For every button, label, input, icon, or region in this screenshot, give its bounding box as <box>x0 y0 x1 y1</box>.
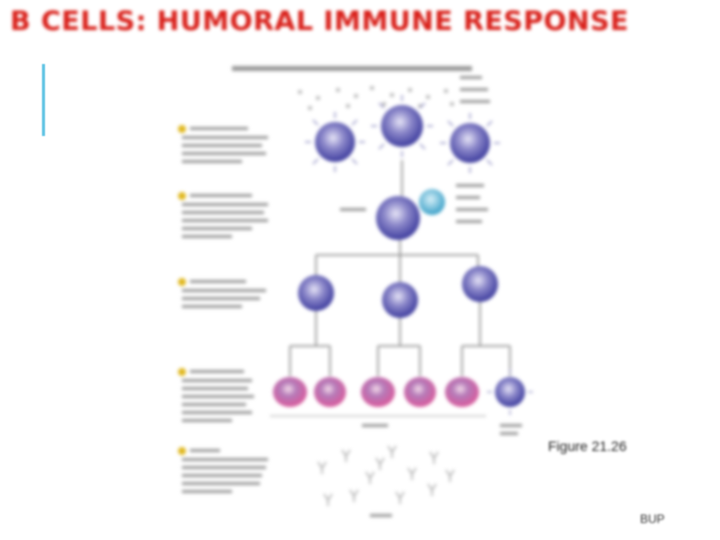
step-marker-3 <box>178 278 186 286</box>
step-marker-4 <box>178 368 186 376</box>
footer-tag: BUP <box>640 512 665 526</box>
helper-t-labels <box>456 184 488 223</box>
top-right-labels <box>460 76 490 103</box>
plasma-label <box>362 424 388 427</box>
step-caption-5 <box>178 447 268 493</box>
step-marker-1 <box>178 125 186 133</box>
diagram-caption-text <box>232 66 472 71</box>
step-marker-2 <box>178 192 186 200</box>
step-caption-1 <box>178 125 268 163</box>
activated-cell-label <box>340 208 366 211</box>
step-marker-5 <box>178 447 186 455</box>
antibody-label <box>370 514 392 517</box>
figure-reference: Figure 21.26 <box>548 438 627 454</box>
clone-b-cell-center <box>382 282 418 318</box>
b-cell-top-right <box>440 113 500 173</box>
plasma-cell-3 <box>361 377 395 407</box>
slide-title: B CELLS: HUMORAL IMMUNE RESPONSE <box>10 6 629 37</box>
step-caption-2 <box>178 192 268 238</box>
plasma-cell-5 <box>445 377 479 407</box>
plasma-cell-2 <box>314 377 346 407</box>
memory-b-cell <box>487 369 533 415</box>
memory-cell-label <box>500 424 522 435</box>
b-cell-top-left <box>305 112 365 172</box>
accent-bar <box>42 64 45 136</box>
antigen-cluster-top <box>298 86 454 110</box>
clone-b-cell-right <box>462 266 498 302</box>
differentiation-branch-lines <box>289 302 511 376</box>
activated-b-cell <box>376 196 420 240</box>
clone-b-cell-left <box>298 275 334 311</box>
step-caption-4 <box>178 368 254 422</box>
clonal-branch-lines <box>315 240 479 284</box>
step-caption-3 <box>178 278 266 308</box>
antibody-cluster <box>317 445 455 506</box>
helper-t-cell <box>419 189 445 215</box>
plasma-cell-4 <box>404 377 436 407</box>
b-cell-top-center <box>371 95 433 157</box>
plasma-cell-1 <box>273 377 307 407</box>
